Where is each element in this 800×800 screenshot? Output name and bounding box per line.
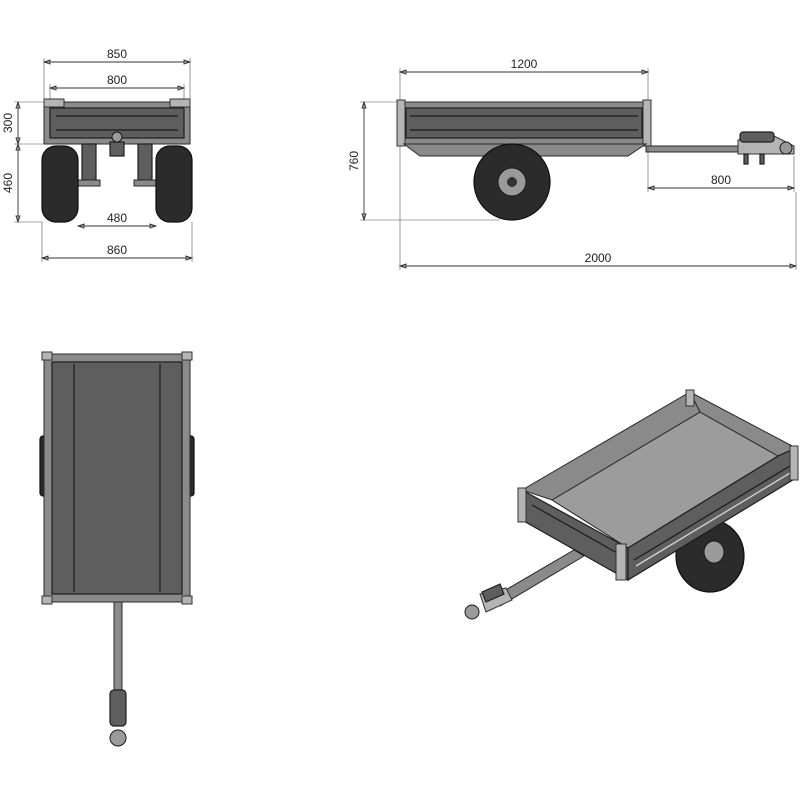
- side-view: 1200 760 800 2000: [347, 57, 798, 270]
- front-view-axle: [77, 131, 157, 187]
- dim-480-label: 480: [107, 211, 127, 225]
- dim-860-label: 860: [107, 243, 127, 257]
- isometric-view: [464, 389, 799, 620]
- dimension-2000: 2000: [398, 146, 798, 270]
- dim-460-label: 460: [1, 173, 15, 193]
- iso-box: [517, 389, 799, 582]
- dimension-760: 760: [347, 100, 500, 222]
- iso-drawbar: [464, 549, 585, 620]
- top-view-drawbar: [109, 601, 127, 747]
- dim-800-front-label: 800: [107, 73, 127, 87]
- dim-850-label: 850: [107, 47, 127, 61]
- dim-1200-label: 1200: [511, 57, 538, 71]
- top-view: [39, 351, 195, 747]
- dim-760-label: 760: [347, 151, 361, 171]
- side-view-wheel: [473, 143, 551, 221]
- front-view: 850 800 300 460 480: [1, 47, 194, 262]
- dimension-460: 460: [1, 142, 42, 224]
- dimension-480: 480: [76, 211, 158, 229]
- dimension-1200: 1200: [398, 57, 650, 100]
- dimension-300: 300: [1, 100, 44, 146]
- dimension-800-front: 800: [48, 73, 186, 100]
- front-view-wheels: [41, 145, 193, 223]
- dimension-850: 850: [42, 47, 192, 100]
- dim-2000-label: 2000: [585, 251, 612, 265]
- dimension-800-drawbar: 800: [646, 146, 796, 192]
- side-view-drawbar: [645, 131, 795, 165]
- dim-800-drawbar-label: 800: [711, 173, 731, 187]
- dimension-860: 860: [40, 222, 194, 262]
- dim-300-label: 300: [1, 113, 15, 133]
